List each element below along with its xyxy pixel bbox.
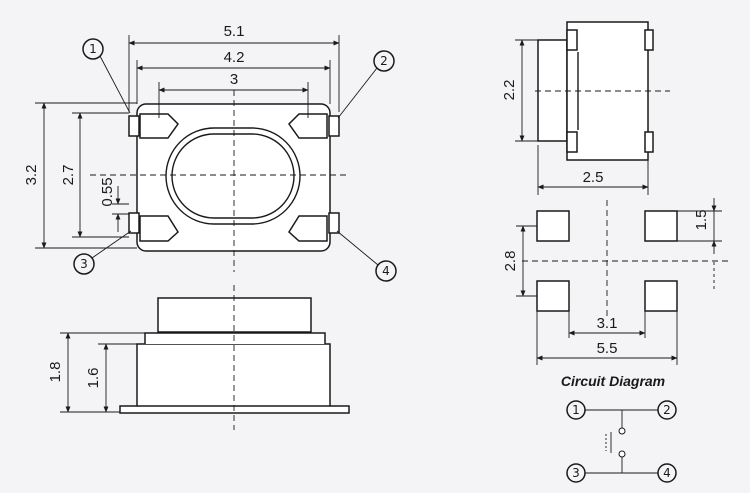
dim-side-height-total: 1.8 — [47, 362, 64, 383]
actuator-outer — [165, 127, 301, 225]
side-actuator — [537, 39, 568, 142]
dim-side-height: 2.2 — [501, 80, 518, 101]
terminal-4 — [328, 212, 340, 234]
dim-height-total: 3.2 — [23, 165, 40, 186]
dim-side-height-body: 1.6 — [85, 368, 102, 389]
right-side-view: 2.2 2.5 — [501, 21, 670, 195]
side-tab-top — [566, 29, 578, 51]
corner-pad-tr — [288, 113, 328, 139]
circuit-title: Circuit Diagram — [561, 373, 665, 389]
corner-pad-tl — [139, 113, 179, 139]
pin-callout-4 — [375, 260, 397, 282]
terminal-2 — [328, 115, 340, 137]
circuit-pin-label-3: 3 — [572, 466, 580, 480]
pin-label-4: 4 — [382, 264, 390, 278]
circuit-pin-label-2: 2 — [663, 403, 671, 417]
pin-label-2: 2 — [380, 54, 388, 68]
pad-tr — [644, 210, 678, 242]
front-actuator — [157, 297, 312, 333]
front-view: 1.8 1.6 — [47, 285, 350, 430]
side-pin-top — [644, 29, 654, 51]
dim-pad-height: 1.5 — [693, 210, 710, 231]
top-view: 5.1 4.2 3 3.2 2.7 0.55 1 2 3 4 — [23, 23, 397, 282]
dim-pitch-outer: 5.5 — [597, 340, 618, 357]
dim-width-inner: 3 — [230, 71, 238, 88]
dim-pad-pitch-v: 2.8 — [502, 251, 519, 272]
dim-height-body: 2.7 — [60, 165, 77, 186]
actuator-inner — [171, 133, 295, 219]
front-body — [119, 343, 350, 414]
corner-pad-br — [288, 215, 328, 242]
side-pin-bottom — [644, 131, 654, 153]
pin-label-3: 3 — [80, 257, 88, 271]
circuit-pin-label-4: 4 — [663, 466, 671, 480]
dim-pin-width: 0.55 — [99, 177, 116, 206]
pad-bl — [536, 280, 570, 312]
terminal-1 — [128, 115, 140, 137]
dim-side-width: 2.5 — [583, 169, 604, 186]
dim-pitch-inner: 3.1 — [597, 315, 618, 332]
pin-callout-1 — [82, 38, 104, 60]
dim-width-total: 5.1 — [224, 23, 245, 40]
pcb-footprint: 2.8 1.5 3.1 5.5 — [502, 198, 730, 365]
circuit-diagram: Circuit Diagram 1 2 3 4 — [561, 373, 677, 483]
dim-width-body: 4.2 — [224, 49, 245, 66]
pin-callout-2 — [373, 50, 395, 72]
terminal-3 — [128, 212, 140, 234]
pad-tl — [536, 210, 570, 242]
corner-pad-bl — [139, 215, 179, 242]
pin-callout-3 — [73, 253, 95, 275]
pad-br — [644, 280, 678, 312]
circuit-pin-label-1: 1 — [572, 403, 580, 417]
front-cover — [144, 332, 326, 344]
side-tab-bottom — [566, 131, 578, 153]
pin-label-1: 1 — [89, 42, 97, 56]
